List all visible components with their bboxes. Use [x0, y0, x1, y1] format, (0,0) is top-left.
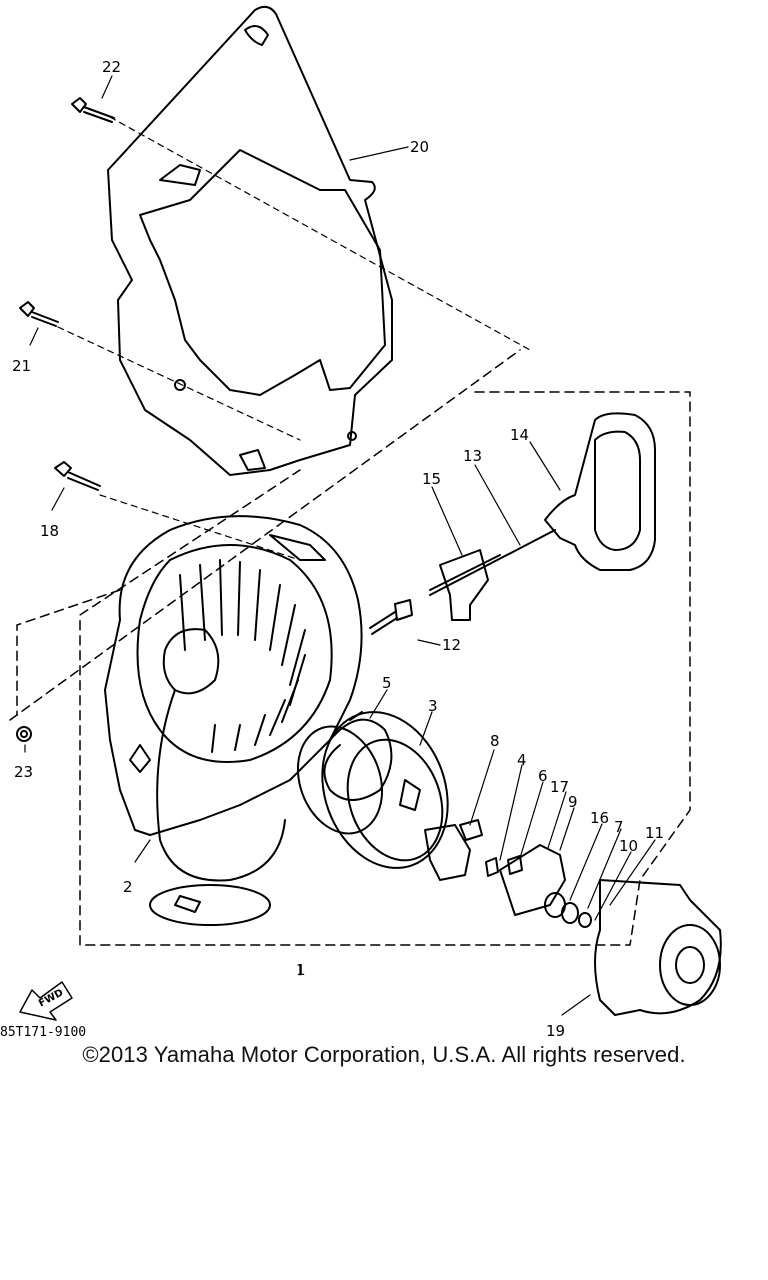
- bolt-18: [54, 461, 101, 491]
- cover-plate-20: [107, 5, 393, 476]
- callout-2: 2: [123, 878, 133, 896]
- callout-1: 1: [296, 961, 306, 979]
- callout-21: 21: [12, 357, 31, 375]
- callout-23: 23: [14, 763, 33, 781]
- callout-4: 4: [517, 751, 527, 769]
- callout-20: 20: [410, 138, 429, 156]
- starter-handle-14: [544, 412, 656, 571]
- assembly-boundary-1: [9, 349, 691, 946]
- bolt-22: [71, 97, 115, 123]
- bracket-15: [429, 549, 501, 621]
- starter-case-2: [104, 515, 363, 926]
- pawl-hardware-stack: [485, 844, 592, 928]
- callout-22: 22: [102, 58, 121, 76]
- callout-18: 18: [40, 522, 59, 540]
- callout-16: 16: [590, 809, 609, 827]
- callout-11: 11: [645, 824, 664, 842]
- callout-6: 6: [538, 767, 548, 785]
- callout-8: 8: [490, 732, 500, 750]
- part-callouts: 22 20 21 18 14 13 15 12 23 5 3 8 4 6 17 …: [0, 58, 664, 1040]
- rope-guide-12: [369, 599, 413, 635]
- callout-14: 14: [510, 426, 529, 444]
- fwd-arrow-icon: [19, 981, 73, 1021]
- leader-lines: [24, 75, 656, 1016]
- figure-code: 85T171-9100: [0, 1025, 86, 1040]
- bolt-21: [19, 301, 59, 327]
- starter-rope-13: [429, 529, 556, 596]
- exploded-parts-diagram: 22 20 21 18 14 13 15 12 23 5 3 8 4 6 17 …: [0, 5, 722, 1040]
- callout-13: 13: [463, 447, 482, 465]
- callout-7: 7: [614, 818, 624, 836]
- callout-15: 15: [422, 470, 441, 488]
- nut-23: [16, 726, 32, 742]
- callout-9: 9: [568, 793, 578, 811]
- callout-17: 17: [550, 778, 569, 796]
- callout-10: 10: [619, 837, 638, 855]
- callout-3: 3: [428, 697, 438, 715]
- callout-5: 5: [382, 674, 392, 692]
- callout-19: 19: [546, 1022, 565, 1040]
- spiral-spring-5: [323, 711, 393, 801]
- callout-12: 12: [442, 636, 461, 654]
- pawl-8: [424, 819, 483, 881]
- copyright-notice: ©2013 Yamaha Motor Corporation, U.S.A. A…: [82, 1042, 686, 1067]
- cover-cup-19: [594, 879, 722, 1016]
